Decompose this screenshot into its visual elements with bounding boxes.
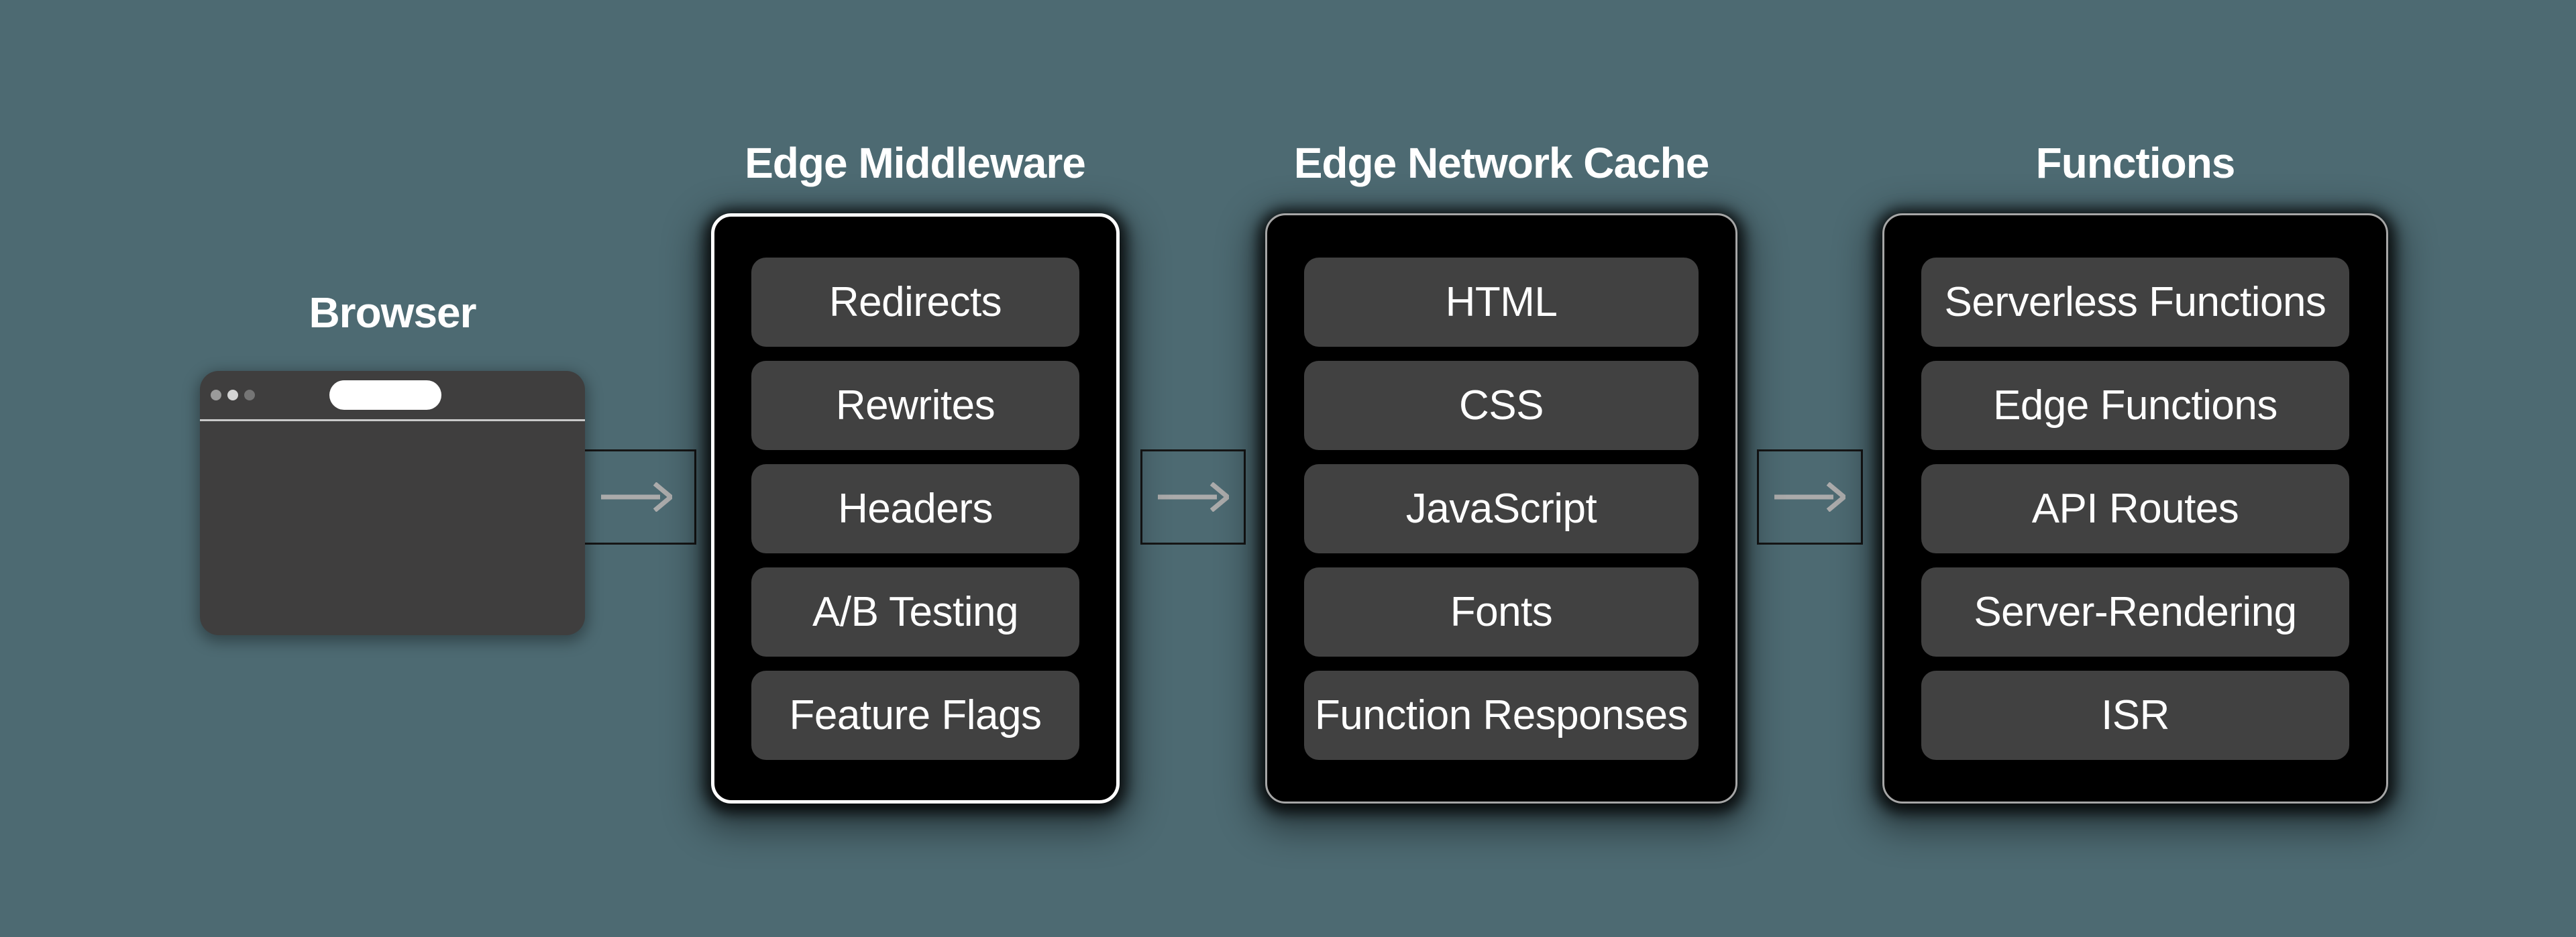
arrow-right-icon [1774, 482, 1845, 512]
cache-item-css: CSS [1304, 360, 1699, 450]
functions-title: Functions [2035, 139, 2236, 187]
middleware-item-headers: Headers [751, 463, 1079, 553]
functions-item-edge-functions: Edge Functions [1921, 360, 2349, 450]
edge-middleware-panel: Redirects Rewrites Headers A/B Testing F… [711, 213, 1120, 804]
window-control-dot-icon [211, 390, 221, 400]
arrow-right-icon [1157, 482, 1229, 512]
cache-item-javascript: JavaScript [1304, 463, 1699, 553]
cache-item-html: HTML [1304, 257, 1699, 347]
edge-middleware-title: Edge Middleware [745, 139, 1086, 187]
browser-window [200, 371, 585, 635]
functions-item-server-rendering: Server-Rendering [1921, 567, 2349, 657]
middleware-item-rewrites: Rewrites [751, 360, 1079, 450]
arrow-right-icon [601, 482, 672, 512]
middleware-item-ab-testing: A/B Testing [751, 567, 1079, 657]
edge-network-cache-panel: HTML CSS JavaScript Fonts Function Respo… [1265, 213, 1737, 804]
connector-browser-to-middleware [577, 449, 696, 545]
functions-item-serverless: Serverless Functions [1921, 257, 2349, 347]
functions-panel: Serverless Functions Edge Functions API … [1882, 213, 2388, 804]
cache-item-function-responses: Function Responses [1304, 670, 1699, 760]
edge-network-cache-title: Edge Network Cache [1293, 139, 1710, 187]
window-control-dot-icon [244, 390, 255, 400]
connector-cache-to-functions [1757, 449, 1863, 545]
cache-item-fonts: Fonts [1304, 567, 1699, 657]
functions-item-api-routes: API Routes [1921, 463, 2349, 553]
address-bar [329, 380, 441, 410]
window-control-dot-icon [227, 390, 238, 400]
browser-title: Browser [309, 288, 476, 337]
browser-titlebar [200, 371, 585, 421]
middleware-item-redirects: Redirects [751, 257, 1079, 347]
functions-item-isr: ISR [1921, 670, 2349, 760]
middleware-item-feature-flags: Feature Flags [751, 670, 1079, 760]
connector-middleware-to-cache [1140, 449, 1246, 545]
